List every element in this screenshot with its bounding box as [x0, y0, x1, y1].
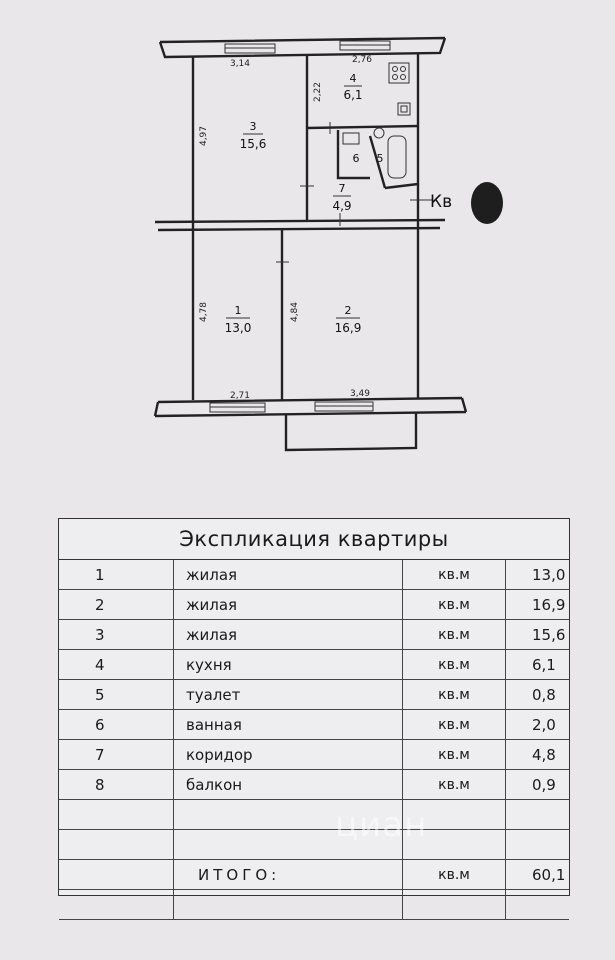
unit: кв.м [402, 560, 506, 590]
room-6-number: 6 [353, 152, 360, 165]
row-number: 1 [59, 560, 174, 590]
table-row: 2 жилая кв.м 16,9 [59, 589, 569, 620]
unit: кв.м [402, 619, 506, 650]
room-1-number: 1 [235, 304, 242, 317]
dim-mid-lower: 4,84 [290, 302, 300, 322]
area-value: 0,9 [505, 769, 569, 800]
toilet-icon [373, 127, 385, 139]
room-type: ванная [173, 709, 403, 740]
floor-plan-drawing: 3,14 2,76 4,97 4,78 2,22 4,84 2,71 3,49 … [153, 36, 503, 452]
dim-bottom-left: 2,71 [230, 391, 250, 401]
table-row: 7 коридор кв.м 4,8 [59, 739, 569, 770]
room-1-area: 13,0 [225, 321, 252, 335]
dim-kitchen-side: 2,22 [313, 82, 323, 102]
room-3-area: 15,6 [240, 137, 267, 151]
table-row-empty [59, 829, 569, 860]
room-2-number: 2 [345, 304, 352, 317]
room-type: балкон [173, 769, 403, 800]
table-row: 5 туалет кв.м 0,8 [59, 679, 569, 710]
unit: кв.м [402, 769, 506, 800]
room-7-area: 4,9 [332, 199, 351, 213]
unit: кв.м [402, 649, 506, 680]
unit: кв.м [402, 679, 506, 710]
row-number: 2 [59, 589, 174, 620]
walls [153, 36, 503, 452]
unit: кв.м [402, 739, 506, 770]
row-number: 4 [59, 649, 174, 680]
room-7-number: 7 [339, 182, 346, 195]
table-row: 8 балкон кв.м 0,9 [59, 769, 569, 800]
dim-top-left: 3,14 [230, 59, 250, 69]
sink-icon [397, 102, 411, 116]
room-5-number: 5 [377, 152, 384, 165]
room-labels: 3 15,6 4 6,1 6 5 7 4,9 1 13,0 2 16,9 [225, 72, 384, 335]
room-type: жилая [173, 619, 403, 650]
explication-grid: 1 жилая кв.м 13,0 2 жилая кв.м 16,9 3 жи… [59, 560, 569, 920]
floor-plan: 3,14 2,76 4,97 4,78 2,22 4,84 2,71 3,49 … [0, 0, 615, 470]
area-value: 0,8 [505, 679, 569, 710]
row-number: 5 [59, 679, 174, 710]
room-4-area: 6,1 [343, 88, 362, 102]
row-number: 3 [59, 619, 174, 650]
row-number: 7 [59, 739, 174, 770]
explication-title: Экспликация квартиры [59, 519, 569, 560]
dim-top-right: 2,76 [352, 55, 372, 65]
balcony [284, 412, 418, 452]
redaction-blot [471, 182, 503, 224]
table-row-total: ИТОГО: кв.м 60,1 [59, 859, 569, 890]
table-row: 4 кухня кв.м 6,1 [59, 649, 569, 680]
total-unit: кв.м [402, 859, 506, 890]
washbasin-icon [342, 132, 360, 145]
dim-left-lower: 4,78 [199, 302, 209, 322]
room-type: туалет [173, 679, 403, 710]
dim-bottom-right: 3,49 [350, 389, 370, 399]
bathtub-icon [387, 135, 407, 179]
total-label: ИТОГО: [173, 859, 403, 890]
unit: кв.м [402, 589, 506, 620]
table-row: 1 жилая кв.м 13,0 [59, 560, 569, 590]
room-3-number: 3 [250, 120, 257, 133]
dimension-labels: 3,14 2,76 4,97 4,78 2,22 4,84 2,71 3,49 … [199, 55, 452, 401]
unit: кв.м [402, 709, 506, 740]
area-value: 4,8 [505, 739, 569, 770]
area-value: 6,1 [505, 649, 569, 680]
area-value: 15,6 [505, 619, 569, 650]
row-number: 8 [59, 769, 174, 800]
room-4-number: 4 [350, 72, 357, 85]
area-value: 16,9 [505, 589, 569, 620]
room-2-area: 16,9 [335, 321, 362, 335]
table-row-empty [59, 799, 569, 830]
room-type: жилая [173, 589, 403, 620]
area-value: 13,0 [505, 560, 569, 590]
area-value: 2,0 [505, 709, 569, 740]
row-number: 6 [59, 709, 174, 740]
room-type: кухня [173, 649, 403, 680]
explication-table: Экспликация квартиры 1 жилая кв.м 13,0 2… [58, 518, 570, 920]
side-label: Кв [430, 192, 452, 212]
table-row: 6 ванная кв.м 2,0 [59, 709, 569, 740]
watermark-logo: циан [335, 805, 428, 845]
room-type: жилая [173, 560, 403, 590]
dim-left-upper: 4,97 [199, 126, 209, 146]
total-value: 60,1 [505, 859, 569, 890]
stove-icon [388, 62, 410, 84]
table-row: 3 жилая кв.м 15,6 [59, 619, 569, 650]
room-type: коридор [173, 739, 403, 770]
table-row-empty [59, 889, 569, 920]
